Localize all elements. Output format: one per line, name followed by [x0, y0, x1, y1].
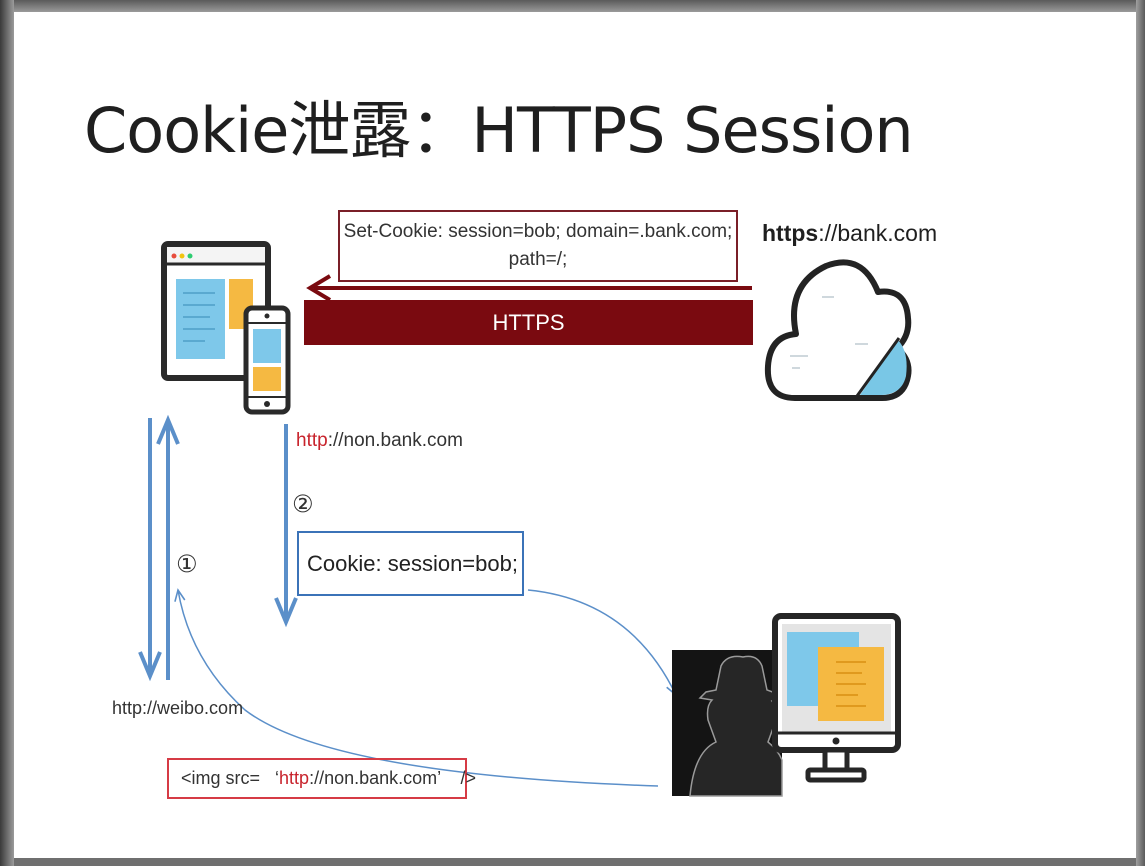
response-arrow — [306, 274, 752, 302]
nonbank-request-arrow — [274, 424, 298, 628]
img-tag-scheme: http — [279, 768, 310, 788]
cookie-header-box: Cookie: session=bob; — [297, 531, 524, 596]
attacker-to-victim-curve — [174, 588, 659, 787]
cookie-to-attacker-curve — [527, 589, 677, 697]
step-2-marker: ② — [292, 490, 314, 518]
nonbank-url: http://non.bank.com — [296, 430, 463, 452]
weibo-response-arrow-up — [156, 414, 180, 680]
set-cookie-line-2: path=/; — [508, 249, 568, 270]
cookie-header-text: Cookie: session=bob; — [307, 550, 518, 576]
slide — [14, 12, 1136, 858]
screen-frame-top — [0, 0, 1145, 12]
step-1-marker: ① — [176, 550, 198, 578]
weibo-request-arrow-down — [138, 418, 162, 682]
set-cookie-header-box: Set-Cookie: session=bob; domain=.bank.co… — [338, 210, 738, 282]
screen-frame-left — [0, 0, 14, 866]
hacker-silhouette-icon — [672, 650, 784, 797]
cloud-icon — [764, 259, 912, 401]
set-cookie-line-1: Set-Cookie: session=bob; domain=.bank.co… — [343, 221, 733, 242]
slide-title: Cookie泄露：HTTPS Session — [84, 94, 914, 167]
screen-frame-right — [1136, 0, 1145, 866]
bank-url-rest: ://bank.com — [818, 220, 938, 246]
https-channel-label: HTTPS — [492, 309, 565, 335]
bank-url-scheme: https — [762, 220, 819, 246]
weibo-url: http://weibo.com — [112, 698, 244, 718]
https-channel-bar: HTTPS — [304, 300, 753, 345]
img-tag-prefix: <img src= ‘ — [181, 768, 280, 788]
img-tag-box: <img src= ‘http://non.bank.com’ /> — [167, 758, 476, 799]
desktop-monitor-icon — [772, 613, 901, 783]
laptop-and-phone-icon — [161, 241, 291, 415]
nonbank-url-scheme: http — [296, 430, 328, 451]
nonbank-url-rest: ://non.bank.com — [327, 430, 463, 451]
img-tag-rest: ://non.bank.com’ /> — [309, 768, 476, 788]
bank-url: https://bank.com — [762, 220, 937, 247]
